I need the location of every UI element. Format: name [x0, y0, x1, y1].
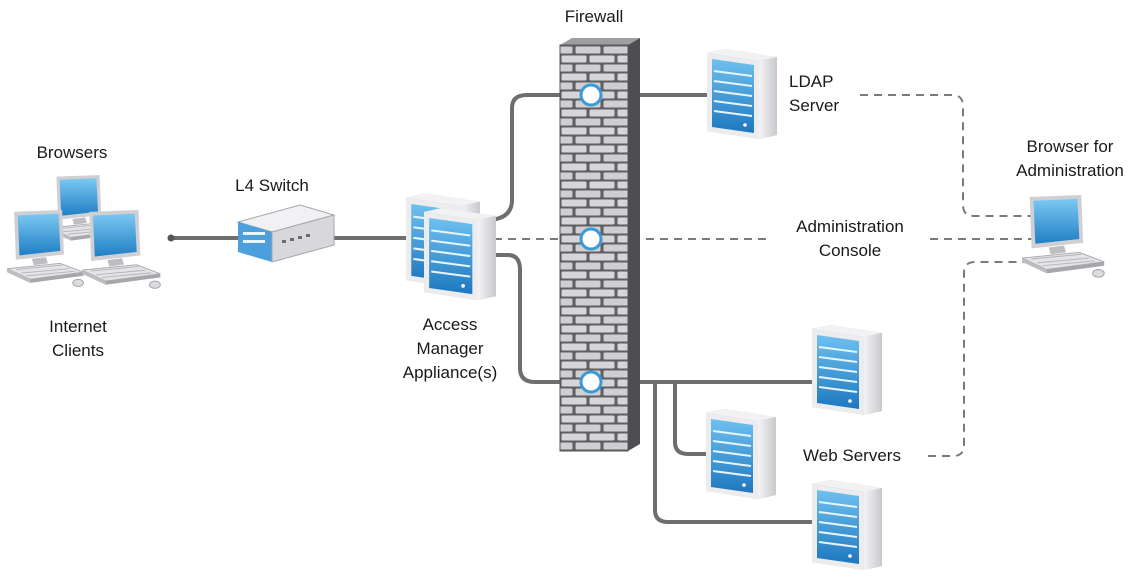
web-servers-label: Web Servers [803, 446, 901, 465]
browsers-label: Browsers [37, 143, 108, 162]
web-server-icon [706, 407, 776, 501]
firewall [559, 38, 640, 452]
admin-console-label-line2: Console [819, 241, 881, 260]
firewall-port-admin [579, 227, 603, 251]
internet-clients-label-line2: Clients [52, 341, 104, 360]
client-connector-dot [167, 234, 175, 242]
internet-clients-label-line1: Internet [49, 317, 107, 336]
firewall-port-web [579, 370, 603, 394]
webserver-2-wire [673, 382, 712, 456]
appliance-to-ldap-wire [489, 93, 596, 222]
appliance-to-webservers-wire [494, 253, 594, 384]
browser-admin-label-line1: Browser for [1027, 137, 1114, 156]
ldap-server-icon [707, 47, 777, 141]
webserver-3-wire [653, 382, 812, 524]
client-computer-icon [7, 209, 84, 287]
admin-computer-icon [1022, 194, 1105, 278]
ldap-to-admin-dashed-line [860, 94, 1034, 217]
admin-console-label-line1: Administration [796, 217, 904, 236]
access-manager-appliance-icons [406, 192, 496, 302]
browser-admin-label-line2: Administration [1016, 161, 1124, 180]
access-manager-label-line3: Appliance(s) [403, 363, 498, 382]
client-computer-icon [82, 209, 161, 289]
access-manager-label-line2: Manager [416, 339, 483, 358]
firewall-label: Firewall [565, 7, 624, 26]
appliance-server-icon [424, 206, 496, 302]
firewall-port-ldap [579, 83, 603, 107]
l4-switch-icon [236, 204, 336, 263]
admin-dashed-connections [494, 94, 1034, 457]
webservers-to-admin-dashed-line [928, 261, 1034, 457]
web-server-icon [812, 478, 882, 572]
l4-switch-label: L4 Switch [235, 176, 309, 195]
internet-clients-computers [7, 174, 175, 289]
access-manager-label-line1: Access [423, 315, 478, 334]
web-server-icon [812, 323, 882, 417]
ldap-label-line2: Server [789, 96, 839, 115]
ldap-label-line1: LDAP [789, 72, 833, 91]
